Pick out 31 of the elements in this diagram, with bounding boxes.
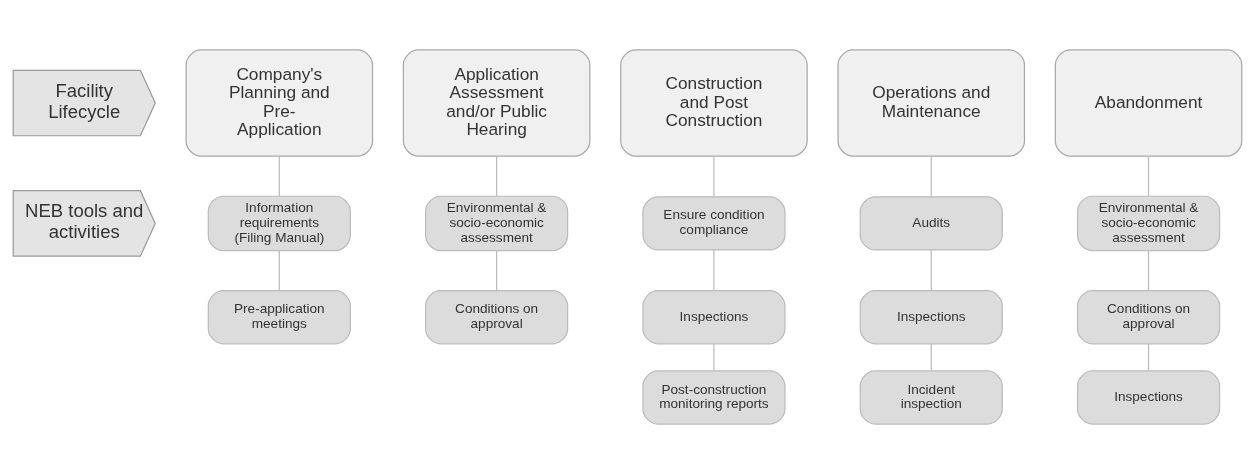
node-box: Audits	[859, 196, 1003, 251]
node-box: Pre-application meetings	[207, 290, 351, 345]
node-box: Incident inspection	[859, 370, 1003, 425]
connector	[496, 249, 498, 292]
node-box: Company's Planning and Pre-Application	[185, 49, 374, 157]
connector	[930, 343, 932, 372]
node-box: Conditions on approval	[1076, 290, 1221, 345]
connector	[278, 249, 280, 292]
connector	[496, 155, 498, 197]
node-box: Inspections	[1076, 370, 1221, 425]
connector	[713, 155, 715, 198]
connector	[278, 155, 280, 197]
node-box: Post-construction monitoring reports	[642, 370, 786, 425]
connector	[930, 249, 932, 292]
connector	[1147, 249, 1150, 292]
node-box: Environmental & socio-economic assessment	[425, 195, 569, 252]
connector	[713, 249, 715, 292]
node-box: Environmental & socio-economic assessment	[1076, 195, 1221, 252]
connector	[1147, 155, 1150, 197]
connector	[713, 343, 715, 372]
node-box: Inspections	[859, 290, 1003, 345]
node-box: Information requirements (Filing Manual)	[207, 195, 351, 252]
node-box: Operations and Maintenance	[837, 49, 1026, 157]
connector	[1147, 343, 1150, 372]
node-box: Conditions on approval	[425, 290, 569, 345]
node-box: Inspections	[642, 290, 786, 345]
node-box: Application Assessment and/or Public Hearing	[402, 49, 591, 157]
connector	[930, 155, 932, 198]
node-box: Construction and Post Construction	[620, 49, 808, 157]
node-box: Abandonment	[1054, 49, 1243, 157]
node-box: Ensure condition compliance	[642, 196, 786, 251]
